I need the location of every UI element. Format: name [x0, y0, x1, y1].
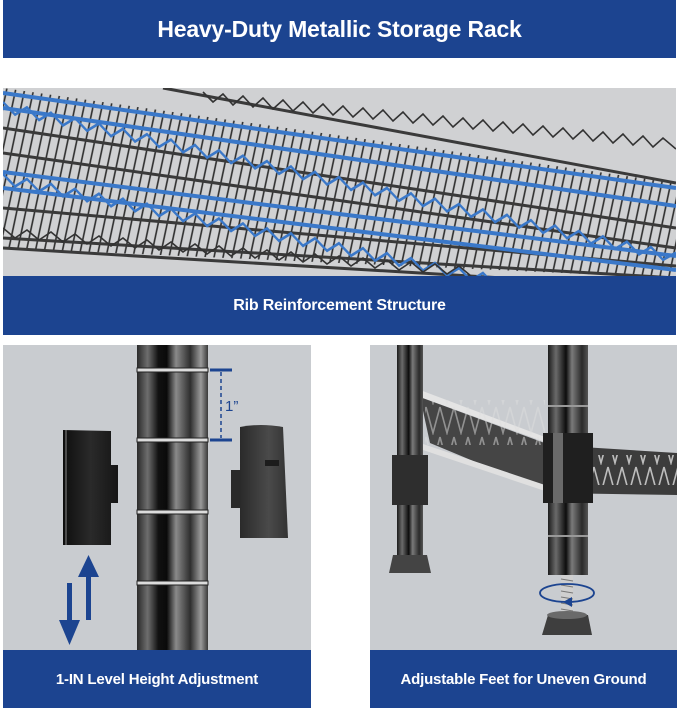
rotate-arrow-icon	[539, 583, 595, 607]
caption-rib-reinforcement: Rib Reinforcement Structure	[3, 276, 676, 335]
wire-mesh-illustration	[3, 88, 676, 278]
adjustable-feet-image	[370, 345, 677, 650]
height-adjustment-image: 1”	[3, 345, 311, 650]
leveling-foot	[542, 615, 592, 635]
up-down-arrows-icon	[59, 555, 99, 645]
caption-text: 1-IN Level Height Adjustment	[55, 670, 259, 688]
header-banner: Heavy-Duty Metallic Storage Rack	[3, 0, 676, 58]
caption-text: Rib Reinforcement Structure	[233, 296, 446, 314]
right-sleeve	[231, 425, 288, 538]
page-title: Heavy-Duty Metallic Storage Rack	[157, 15, 522, 42]
dimension-label: 1”	[225, 398, 238, 415]
caption-height-adjustment: 1-IN Level Height Adjustment	[3, 650, 311, 708]
pole-sleeve-illustration: 1”	[59, 345, 288, 650]
leveling-foot-illustration	[389, 345, 677, 635]
left-sleeve	[63, 430, 118, 545]
pole	[137, 345, 208, 650]
dimension-marker	[210, 368, 232, 442]
caption-adjustable-feet: Adjustable Feet for Uneven Ground	[370, 650, 677, 708]
caption-text: Adjustable Feet for Uneven Ground	[400, 670, 647, 688]
rib-structure-image	[3, 88, 676, 278]
